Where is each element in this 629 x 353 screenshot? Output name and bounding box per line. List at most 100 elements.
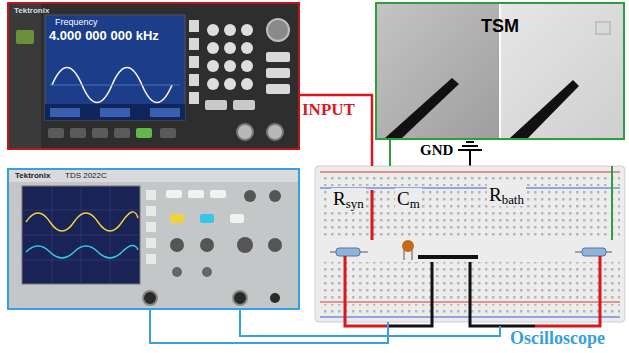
- oscilloscope-photo-part: [81, 186, 82, 284]
- component-label: Rbath: [487, 184, 526, 206]
- oscilloscope-photo-part: [9, 170, 298, 308]
- function-generator-photo-part: [50, 85, 180, 86]
- wire-connector: [389, 140, 391, 166]
- function-generator-photo-part: [9, 4, 41, 148]
- function-generator-photo-part: [189, 56, 199, 68]
- function-generator-photo-part: [189, 74, 199, 86]
- probe-wires-part: [470, 262, 535, 326]
- function-generator-photo-part: [224, 42, 236, 54]
- breadboard-part: [320, 174, 620, 186]
- oscilloscope-photo-part: [269, 190, 281, 202]
- ground-symbol-part: [458, 149, 482, 151]
- ground-label: GND: [420, 142, 453, 159]
- function-generator-photo-part: [267, 124, 283, 140]
- function-generator-photo-part: [160, 128, 176, 138]
- microscope-images-part: [499, 42, 501, 138]
- frequency-value: 4.000 000 000 kHz: [49, 29, 159, 44]
- breadboard-part: [611, 166, 613, 240]
- probe-wires-part: [535, 256, 600, 326]
- oscilloscope-photo-part: [146, 222, 156, 232]
- wire-connector: [150, 310, 388, 343]
- function-generator-photo-part: [266, 84, 290, 94]
- function-generator-photo-part: [50, 108, 80, 117]
- function-generator-photo-part: [207, 60, 219, 72]
- function-generator-photo-part: [224, 60, 236, 72]
- breadboard-part: [320, 172, 620, 173]
- function-generator-photo-part: [207, 78, 219, 90]
- function-generator-photo-part: [48, 128, 64, 138]
- oscilloscope: Tektronix TDS 2022C: [7, 168, 300, 310]
- oscilloscope-photo-part: [146, 238, 156, 248]
- microscope-images-part: [385, 78, 459, 138]
- oscilloscope-photo-part: [146, 190, 156, 200]
- oscilloscope-photo-part: [146, 254, 156, 264]
- ground-symbol-part: [466, 141, 474, 143]
- function-generator-photo-part: [92, 128, 108, 138]
- function-generator-photo-part: [266, 68, 290, 78]
- model-label: TDS 2022C: [65, 171, 107, 180]
- microscope-images-part: [510, 80, 579, 138]
- screen-label: Frequency: [55, 17, 98, 27]
- instrument-label: Oscilloscope: [510, 328, 605, 349]
- oscilloscope-photo-part: [202, 267, 212, 277]
- function-generator-photo-part: [237, 124, 253, 140]
- function-generator-photo-part: [266, 52, 290, 62]
- wire-connector: [300, 95, 372, 166]
- function-generator: TektronixFrequency4.000 000 000 kHz: [7, 2, 300, 150]
- function-generator-photo-part: [241, 24, 253, 36]
- function-generator-photo-part: [224, 78, 236, 90]
- oscilloscope-photo-part: [170, 238, 184, 252]
- microscope-images-part: [499, 4, 501, 14]
- brand-label: Tektronix: [15, 171, 50, 180]
- function-generator-photo-part: [16, 30, 34, 44]
- oscilloscope-photo-part: [26, 212, 138, 231]
- probe-wires-part: [345, 256, 388, 326]
- function-generator-photo-part: [224, 24, 236, 36]
- tsm-panel: TSM: [375, 2, 625, 140]
- function-generator-photo-part: [189, 20, 199, 32]
- oscilloscope-photo-part: [143, 291, 157, 305]
- circuit-components-part: [418, 255, 478, 259]
- ground-symbol-part: [462, 145, 478, 147]
- microscope-images-part: [501, 4, 623, 138]
- probe-wires: [345, 256, 600, 326]
- function-generator-photo-part: [241, 42, 253, 54]
- ground-symbol-part: [469, 150, 471, 166]
- oscilloscope-photo-part: [237, 237, 253, 253]
- microscope-images: [377, 4, 623, 138]
- circuit-components-part: [582, 248, 606, 256]
- oscilloscope-photo-part: [52, 186, 53, 284]
- function-generator-photo-part: [207, 42, 219, 54]
- circuit-components-part: [336, 248, 360, 256]
- microscope-images-part: [377, 4, 499, 138]
- breadboard-part: [371, 190, 374, 240]
- oscilloscope-photo-part: [200, 214, 214, 223]
- function-generator-photo-part: [241, 60, 253, 72]
- probe-wires-part: [388, 262, 432, 326]
- function-generator-photo-part: [45, 104, 185, 120]
- component-label: Rsyn: [331, 188, 366, 210]
- oscilloscope-photo-part: [230, 214, 244, 223]
- oscilloscope-photo-part: [210, 190, 226, 198]
- function-generator-photo-part: [45, 15, 185, 120]
- oscilloscope-photo-part: [170, 214, 184, 223]
- circuit-components: [330, 240, 612, 260]
- microscope-images-part: [596, 22, 610, 34]
- oscilloscope-photo-part: [110, 186, 111, 284]
- oscilloscope-photo-part: [22, 186, 140, 284]
- function-generator-photo-part: [241, 78, 253, 90]
- circuit-components-part: [403, 250, 405, 260]
- function-generator-photo-part: [267, 19, 289, 41]
- function-generator-photo-part: [114, 128, 130, 138]
- breadboard: RsynCmRbath: [315, 166, 625, 322]
- function-generator-photo-part: [207, 24, 219, 36]
- scope-lead: [240, 310, 500, 336]
- oscilloscope-photo-part: [146, 206, 156, 216]
- oscilloscope-photo-part: [26, 245, 138, 258]
- circuit-components-part: [402, 240, 414, 252]
- ground-symbol: [458, 142, 482, 166]
- circuit-components-part: [411, 250, 413, 260]
- function-generator-photo-part: [189, 92, 199, 104]
- function-generator-photo-part: [233, 100, 255, 110]
